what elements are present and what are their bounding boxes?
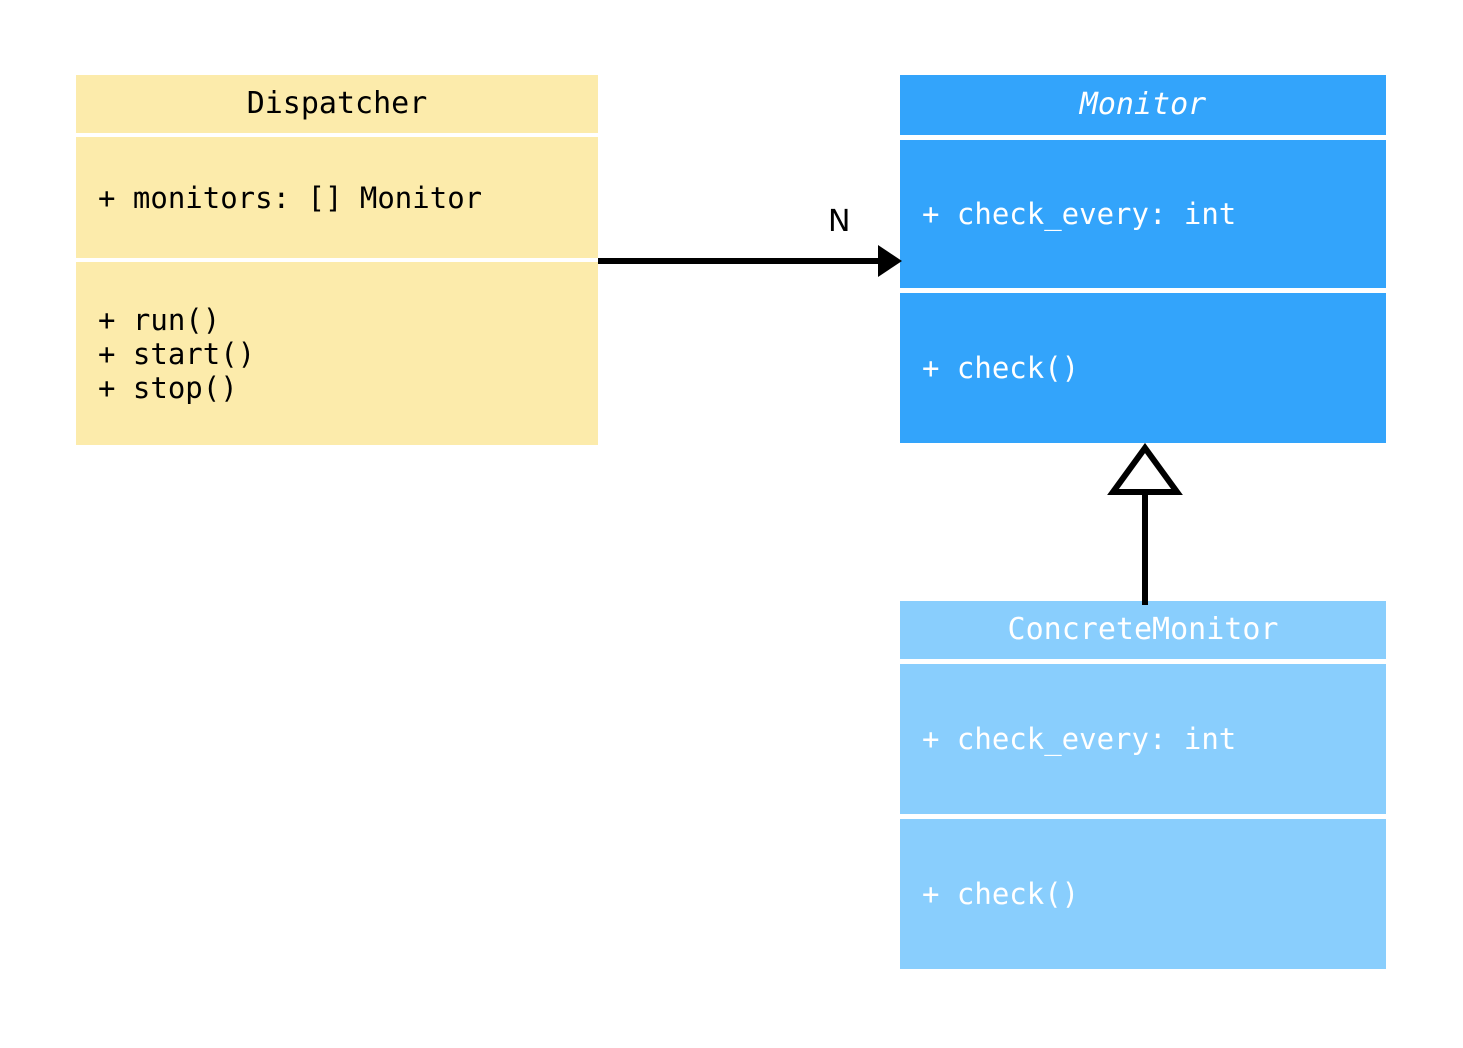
method-row: + start() <box>98 336 256 371</box>
class-box-concretemonitor[interactable]: ConcreteMonitor + check_every: int + che… <box>900 601 1386 969</box>
class-title-monitor: Monitor <box>900 75 1386 135</box>
method-row: + run() <box>98 302 221 337</box>
association-arrow-dispatcher-to-monitor <box>598 245 902 277</box>
class-title-dispatcher: Dispatcher <box>76 75 598 133</box>
class-attributes-concretemonitor: + check_every: int <box>900 664 1386 814</box>
class-methods-dispatcher: + run() + start() + stop() <box>76 262 598 445</box>
class-methods-concretemonitor: + check() <box>900 819 1386 969</box>
attribute-row: + monitors: [] Monitor <box>98 180 483 215</box>
class-attributes-dispatcher: + monitors: [] Monitor <box>76 137 598 258</box>
attribute-row: + check_every: int <box>922 197 1237 231</box>
method-row: + stop() <box>98 370 238 405</box>
method-row: + check() <box>922 351 1080 385</box>
class-box-monitor[interactable]: Monitor + check_every: int + check() <box>900 75 1386 443</box>
generalization-arrow-concretemonitor-to-monitor <box>1107 442 1183 605</box>
method-row: + check() <box>922 877 1080 911</box>
class-attributes-monitor: + check_every: int <box>900 140 1386 288</box>
class-title-concretemonitor: ConcreteMonitor <box>900 601 1386 659</box>
attribute-row: + check_every: int <box>922 722 1237 756</box>
class-methods-monitor: + check() <box>900 293 1386 443</box>
class-box-dispatcher[interactable]: Dispatcher + monitors: [] Monitor + run(… <box>76 75 598 445</box>
association-multiplicity-label: N <box>828 204 851 239</box>
